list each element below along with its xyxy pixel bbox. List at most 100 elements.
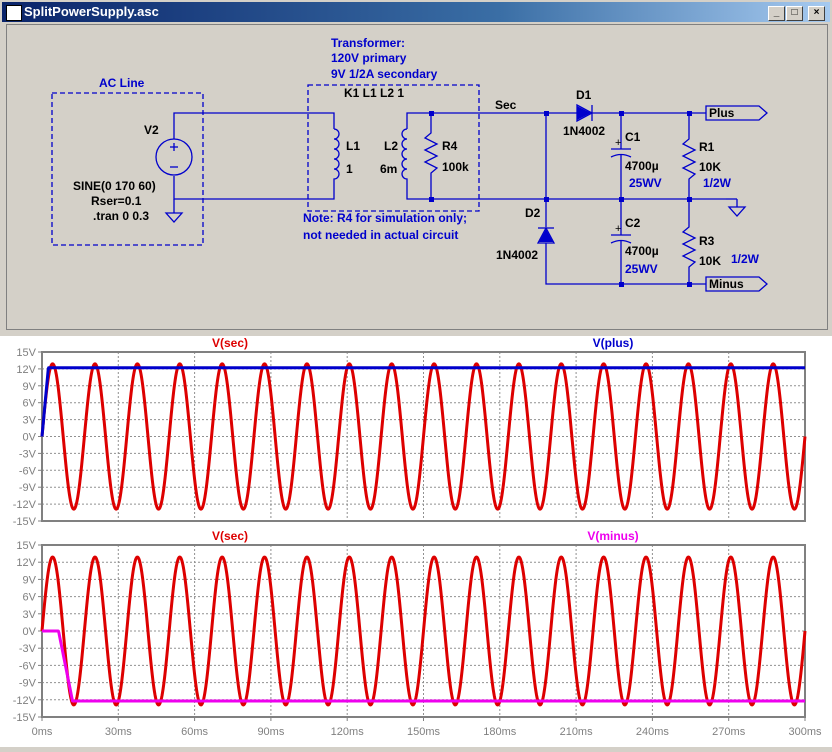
y-tick-label: 15V [16, 540, 36, 552]
inductor-L1 [333, 128, 340, 187]
port-plus-label: Plus [709, 106, 735, 120]
y-tick-label: -6V [19, 660, 37, 672]
C1-name: C1 [625, 130, 641, 144]
legend-label[interactable]: V(plus) [593, 336, 634, 350]
y-tick-label: -3V [19, 448, 37, 460]
sim-note-1: Note: R4 for simulation only; [303, 211, 467, 225]
transformer-box [307, 84, 480, 212]
y-tick-label: -12V [13, 499, 37, 511]
x-tick-label: 150ms [407, 726, 441, 738]
R4-name: R4 [442, 139, 458, 153]
y-tick-label: -3V [19, 643, 37, 655]
y-tick-label: -6V [19, 465, 37, 477]
legend-label[interactable]: V(sec) [212, 529, 248, 543]
x-tick-label: 240ms [636, 726, 670, 738]
series-vsec [40, 362, 807, 511]
voltage-source-V2 [155, 138, 193, 176]
inductor-L2 [401, 128, 408, 187]
C2-value: 4700µ [625, 244, 659, 258]
R1-value: 10K [699, 160, 721, 174]
y-tick-label: 9V [23, 381, 37, 393]
series-vsec [40, 555, 807, 707]
close-button[interactable]: × [808, 6, 825, 21]
y-tick-label: 6V [23, 398, 37, 410]
transformer-note-3: 9V 1/2A secondary [331, 67, 438, 81]
y-tick-label: -9V [19, 678, 37, 690]
y-tick-label: 12V [16, 557, 36, 569]
y-tick-label: 15V [16, 347, 36, 359]
ground-symbol [164, 212, 184, 223]
L1-name: L1 [346, 139, 360, 153]
x-tick-label: 30ms [105, 726, 132, 738]
D1-name: D1 [576, 88, 592, 102]
y-tick-label: -12V [13, 695, 37, 707]
source-value: SINE(0 170 60) [73, 179, 156, 193]
window-title: SplitPowerSupply.asc [24, 4, 159, 19]
x-tick-label: 180ms [483, 726, 517, 738]
y-tick-label: 6V [23, 592, 37, 604]
transformer-note-1: Transformer: [331, 36, 405, 50]
net-sec-label: Sec [495, 98, 517, 112]
L2-name: L2 [384, 139, 398, 153]
R1-rating: 1/2W [703, 176, 732, 190]
y-tick-label: 12V [16, 364, 36, 376]
polarity-plus-icon: + [615, 223, 621, 235]
resistor-R3 [681, 199, 697, 284]
x-tick-label: 60ms [181, 726, 208, 738]
L1-value: 1 [346, 162, 353, 176]
port-minus-label: Minus [709, 277, 744, 291]
capacitor-C2 [610, 234, 632, 244]
D2-name: D2 [525, 206, 541, 220]
L2-value: 6m [380, 162, 397, 176]
y-tick-label: -15V [13, 516, 37, 528]
D1-value: 1N4002 [563, 124, 605, 138]
resistor-R1 [681, 113, 697, 199]
window-titlebar[interactable]: SplitPowerSupply.asc _ □ × [2, 2, 830, 22]
minimize-button[interactable]: _ [768, 6, 785, 21]
y-tick-label: 3V [23, 415, 37, 427]
coupling-directive: K1 L1 L2 1 [344, 86, 404, 100]
ac-line-box [51, 92, 204, 246]
waveform-viewer[interactable]: 15V 12V 9V 6V 3V 0V -3V -6V -9V -12V -15V V(sec) V(p… [0, 336, 832, 747]
schematic-window: SplitPowerSupply.asc _ □ × [0, 0, 832, 334]
D2-value: 1N4002 [496, 248, 538, 262]
schematic-canvas[interactable]: AC Line V2 SINE(0 170 60) Rser=0.1 .tran… [6, 24, 828, 330]
source-rser: Rser=0.1 [91, 194, 142, 208]
x-tick-label: 210ms [560, 726, 594, 738]
legend-label[interactable]: V(minus) [587, 529, 638, 543]
R1-name: R1 [699, 140, 715, 154]
resistor-R4 [423, 113, 439, 199]
y-tick-label: 0V [23, 626, 37, 638]
R3-name: R3 [699, 234, 715, 248]
port-plus[interactable] [705, 105, 768, 121]
R3-rating: 1/2W [731, 252, 760, 266]
y-tick-label: 3V [23, 609, 37, 621]
C1-rating: 25WV [629, 176, 662, 190]
transformer-note-2: 120V primary [331, 51, 407, 65]
C2-name: C2 [625, 216, 641, 230]
series-vminus [41, 629, 806, 703]
maximize-button[interactable]: □ [786, 6, 803, 21]
ground-symbol [726, 198, 747, 217]
series-vplus [40, 366, 806, 437]
x-tick-label: 270ms [712, 726, 746, 738]
port-minus[interactable] [705, 276, 768, 292]
R4-value: 100k [442, 160, 469, 174]
polarity-plus-icon: + [615, 137, 621, 149]
sim-note-2: not needed in actual circuit [303, 228, 458, 242]
x-tick-label: 120ms [331, 726, 365, 738]
window-icon [6, 5, 22, 21]
C2-rating: 25WV [625, 262, 658, 276]
x-tick-label: 90ms [257, 726, 284, 738]
capacitor-C1 [610, 148, 632, 158]
tran-directive: .tran 0 0.3 [93, 209, 149, 223]
ac-line-label: AC Line [99, 76, 145, 90]
source-name: V2 [144, 123, 159, 137]
legend-label[interactable]: V(sec) [212, 336, 248, 350]
plot-pane-1[interactable]: 15V 12V 9V 6V 3V 0V -3V -6V -9V -12V -15V V(sec) V(p… [13, 336, 807, 528]
x-tick-label: 0ms [32, 726, 53, 738]
C1-value: 4700µ [625, 159, 659, 173]
y-tick-label: 0V [23, 432, 37, 444]
y-tick-label: -9V [19, 482, 37, 494]
